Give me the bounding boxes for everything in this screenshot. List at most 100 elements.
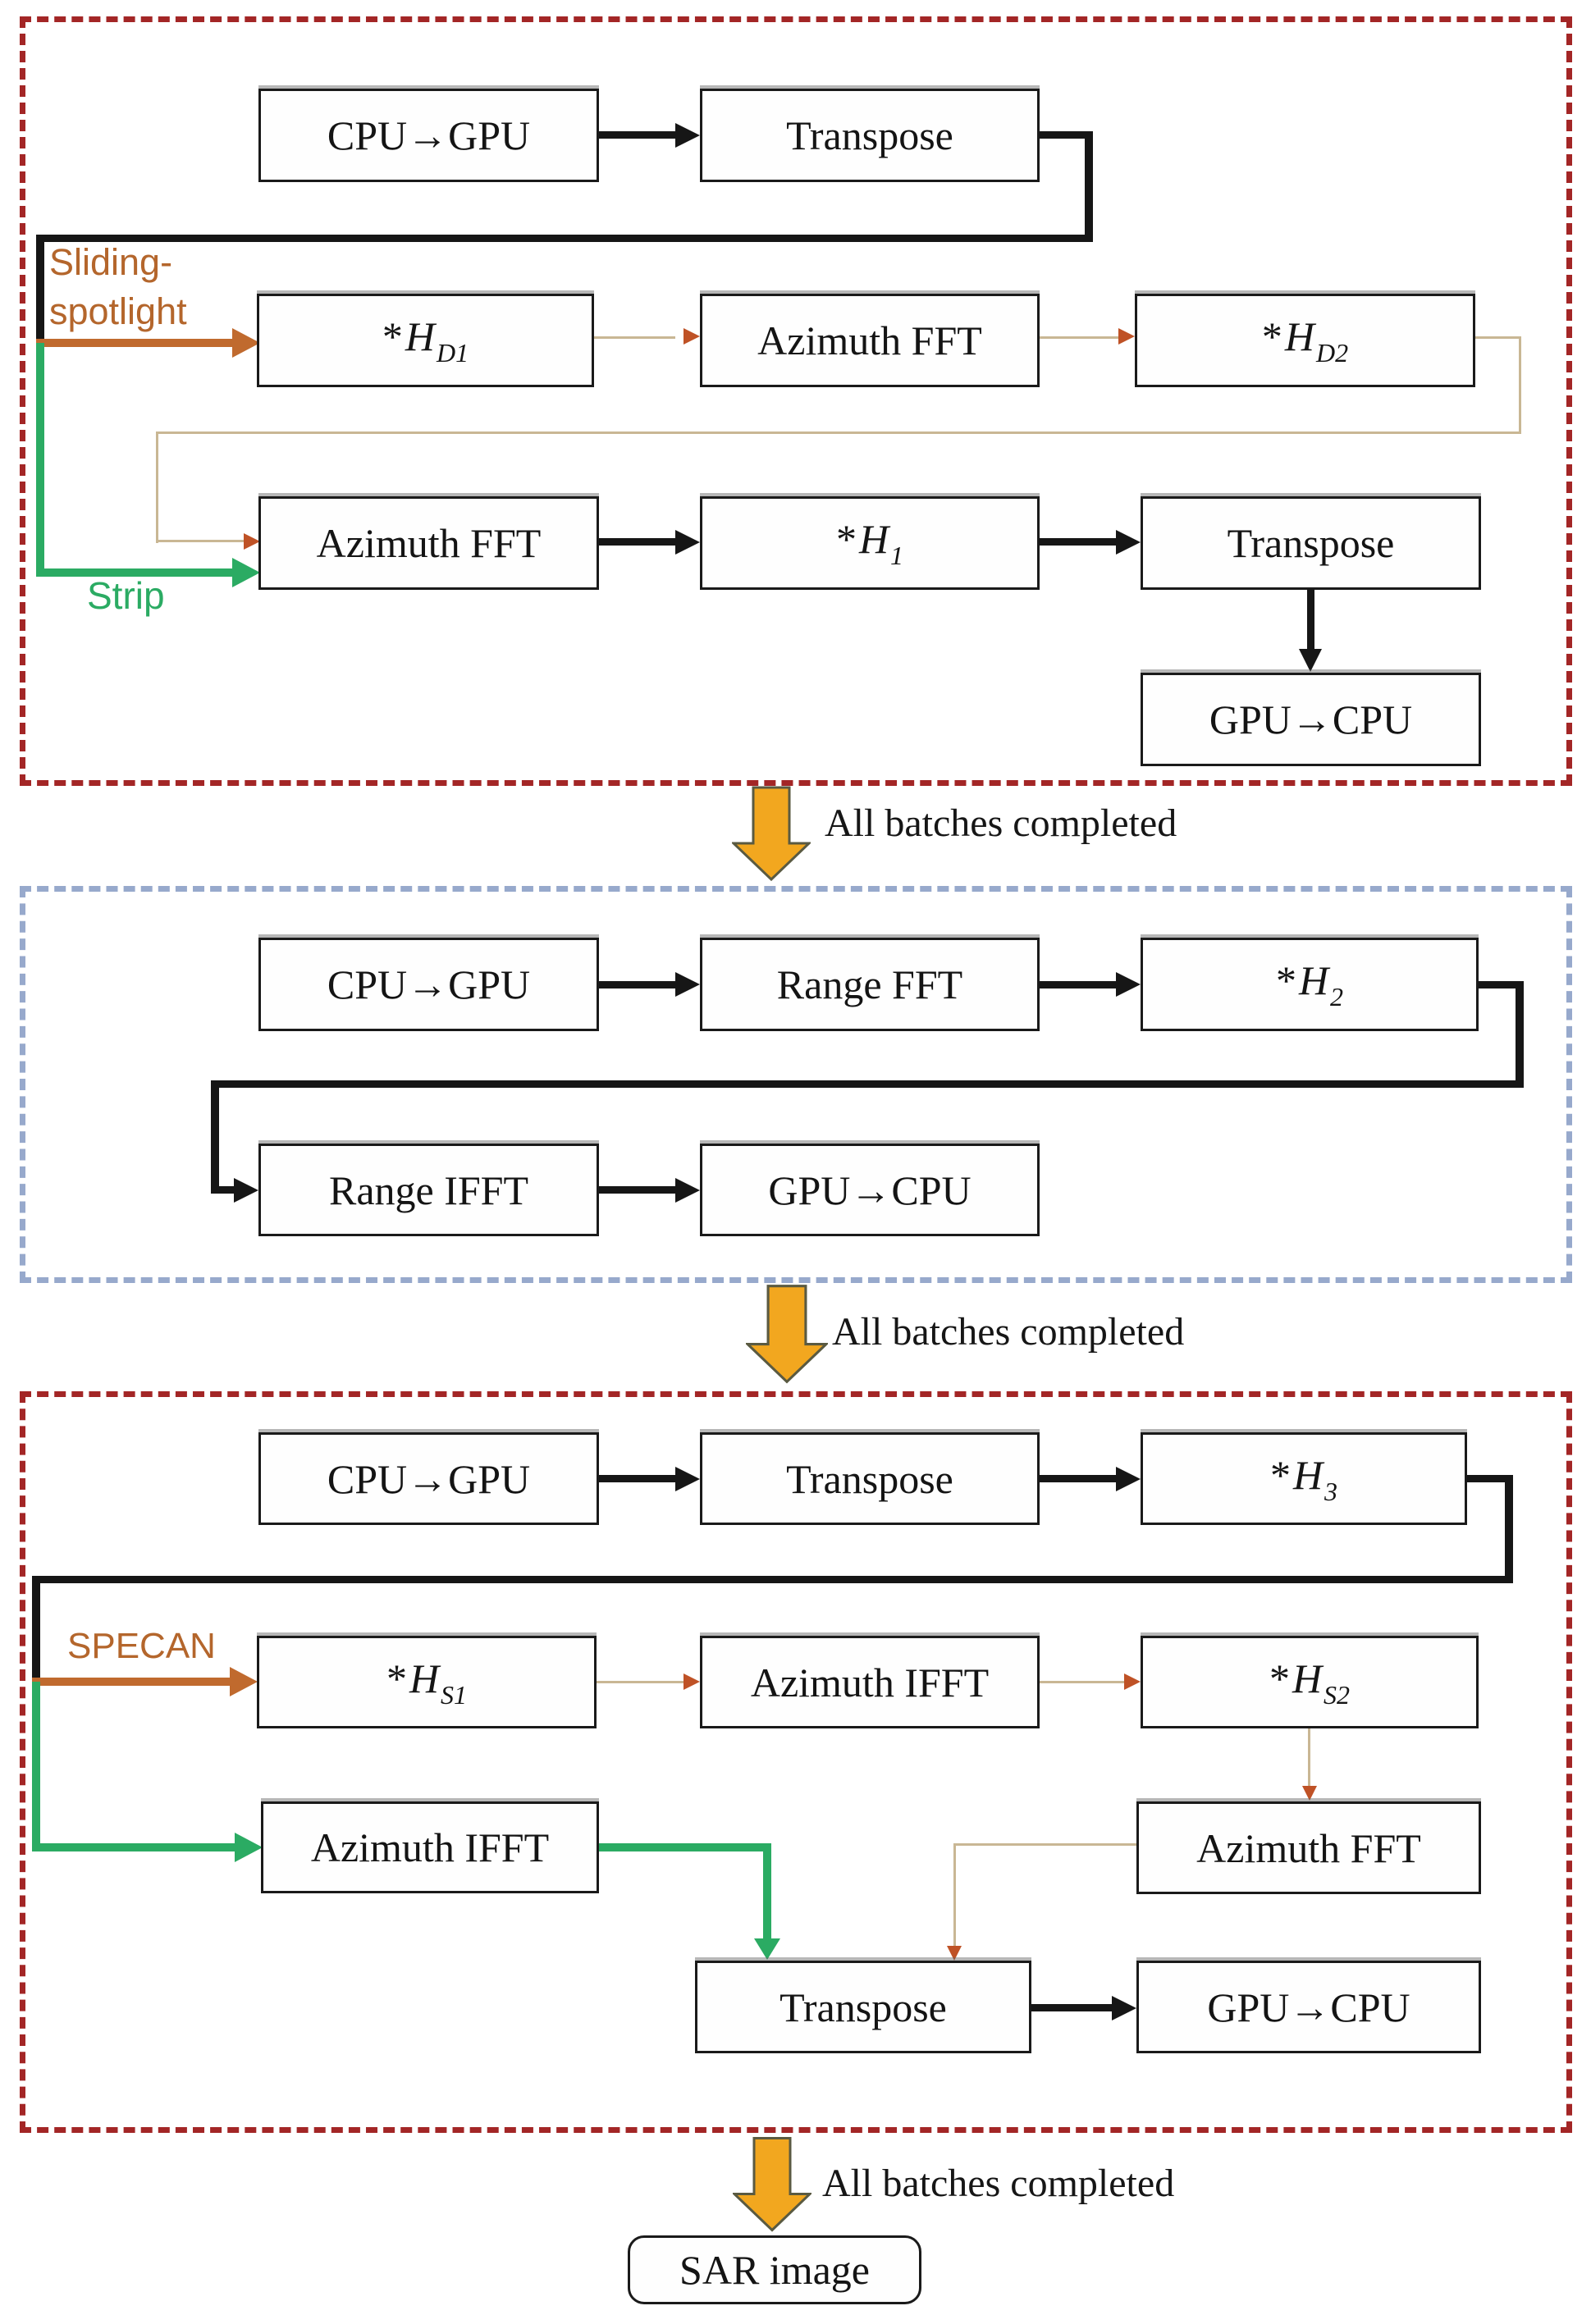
box-label: *HS1	[386, 1655, 468, 1710]
box-label: *HD2	[1261, 313, 1349, 368]
box-label: Azimuth IFFT	[750, 1659, 990, 1705]
arrowhead-down-icon	[947, 1946, 962, 1961]
connector-line	[1505, 1475, 1513, 1583]
arrowhead-right-icon	[675, 972, 700, 997]
box-hs2: *HS2	[1141, 1636, 1479, 1728]
box-label: GPU→CPU	[1209, 696, 1413, 742]
arrowhead-right-icon	[675, 530, 700, 555]
box-transpose: Transpose	[695, 1961, 1031, 2053]
strip-branch-line	[32, 1843, 235, 1851]
box-gpu-to-cpu: GPU→CPU	[1141, 673, 1481, 766]
arrowhead-right-icon	[683, 1673, 700, 1690]
box-hd1: *HD1	[257, 294, 594, 387]
strip-branch-line	[32, 1682, 40, 1847]
arrowhead-down-icon	[1299, 649, 1322, 672]
arrowhead-right-icon	[683, 328, 700, 345]
arrowhead-right-icon	[1112, 1996, 1136, 2020]
box-h3: *H3	[1141, 1432, 1467, 1525]
arrowhead-right-icon	[230, 1667, 258, 1696]
strip-branch-line	[599, 1843, 771, 1851]
section-range-processing	[20, 886, 1572, 1283]
divider-caption: All batches completed	[825, 801, 1177, 845]
arrowhead-right-icon	[234, 1178, 258, 1203]
connector-line	[1040, 131, 1093, 139]
strip-branch-line	[763, 1843, 771, 1938]
arrowhead-right-icon	[1118, 328, 1135, 345]
sliding-spotlight-branch-line	[36, 339, 233, 347]
connector-line	[599, 981, 675, 988]
section-azimuth-preprocessing	[20, 16, 1572, 786]
feedback-line	[953, 1843, 956, 1946]
connector-line	[1040, 1681, 1124, 1683]
box-hd2: *HD2	[1135, 294, 1475, 387]
box-hs1: *HS1	[257, 1636, 597, 1728]
arrowhead-right-icon	[675, 1467, 700, 1491]
arrowhead-right-icon	[675, 123, 700, 148]
box-transpose: Transpose	[1141, 496, 1481, 590]
arrowhead-right-icon	[1116, 1467, 1141, 1491]
connector-line	[32, 1576, 40, 1684]
box-label: *H3	[1269, 1451, 1338, 1506]
box-azimuth-fft: Azimuth FFT	[700, 294, 1040, 387]
arrowhead-right-icon	[232, 558, 260, 587]
label-sliding-spotlight-line2: spotlight	[49, 290, 187, 332]
connector-line	[32, 1576, 1513, 1583]
feedback-line	[156, 540, 245, 542]
connector-line	[211, 1080, 219, 1194]
feedback-line	[156, 431, 1521, 434]
connector-line	[214, 1186, 234, 1194]
connector-line	[597, 1681, 683, 1683]
connector-line	[1467, 1475, 1513, 1482]
box-label: Transpose	[779, 1984, 947, 2030]
box-gpu-to-cpu: GPU→CPU	[700, 1144, 1040, 1236]
box-label: CPU→GPU	[327, 112, 531, 158]
all-batches-arrow-icon	[732, 786, 811, 881]
box-label: Transpose	[1227, 520, 1395, 566]
label-sliding-spotlight-line1: Sliding-	[49, 241, 173, 283]
divider-caption: All batches completed	[832, 1310, 1185, 1354]
connector-line	[594, 336, 675, 339]
box-azimuth-ifft: Azimuth IFFT	[261, 1801, 599, 1893]
box-sar-image: SAR image	[628, 2235, 921, 2304]
box-cpu-to-gpu: CPU→GPU	[258, 1432, 599, 1525]
connector-line	[36, 235, 44, 345]
connector-line	[599, 131, 677, 139]
box-label: *HD1	[382, 313, 469, 368]
box-label: Azimuth IFFT	[310, 1824, 550, 1870]
box-azimuth-ifft: Azimuth IFFT	[700, 1636, 1040, 1728]
specan-branch-line	[32, 1678, 231, 1686]
box-label: Azimuth FFT	[316, 520, 542, 566]
arrowhead-right-icon	[675, 1178, 700, 1203]
box-label: *H2	[1275, 957, 1344, 1011]
connector-line	[1085, 131, 1093, 242]
box-label: Azimuth FFT	[1196, 1824, 1421, 1871]
box-label: *HS2	[1269, 1655, 1351, 1710]
connector-line	[1516, 981, 1524, 1088]
connector-line	[1040, 336, 1118, 339]
all-batches-arrow-icon	[746, 1285, 828, 1384]
arrowhead-down-icon	[1302, 1786, 1317, 1801]
box-label: SAR image	[679, 2247, 870, 2293]
box-label: CPU→GPU	[327, 961, 531, 1007]
arrowhead-right-icon	[244, 533, 260, 550]
strip-branch-line	[36, 343, 44, 577]
box-range-ifft: Range IFFT	[258, 1144, 599, 1236]
connector-line	[599, 1186, 675, 1194]
connector-line	[599, 1475, 675, 1482]
box-label: CPU→GPU	[327, 1455, 531, 1502]
arrowhead-right-icon	[1116, 972, 1141, 997]
connector-line	[1307, 590, 1314, 649]
box-range-fft: Range FFT	[700, 938, 1040, 1031]
box-label: Azimuth FFT	[757, 317, 982, 363]
box-label: GPU→CPU	[768, 1167, 972, 1213]
all-batches-arrow-icon	[733, 2137, 812, 2232]
box-h2: *H2	[1141, 938, 1479, 1031]
feedback-line	[1475, 336, 1521, 339]
box-azimuth-fft: Azimuth FFT	[258, 496, 599, 590]
box-cpu-to-gpu: CPU→GPU	[258, 89, 599, 182]
connector-line	[1040, 981, 1116, 988]
arrowhead-right-icon	[1116, 530, 1141, 555]
connector-line	[1040, 538, 1116, 546]
feedback-line	[156, 431, 158, 543]
